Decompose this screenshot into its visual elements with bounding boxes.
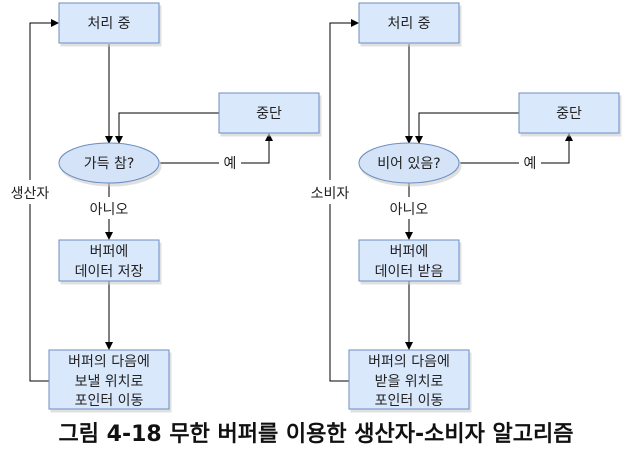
receive-box[interactable]: 버퍼에 데이터 받음 <box>358 239 460 282</box>
process-label: 처리 중 <box>387 16 430 32</box>
producer-flow: 처리 중 중단 가득 참? 버퍼에 데이터 저장 버퍼의 다음에 보낼 위치로 … <box>2 2 320 410</box>
side-label: 생산자 <box>11 186 50 202</box>
decision-label: 가득 참? <box>84 156 135 172</box>
side-label: 소비자 <box>311 186 350 202</box>
yes-label: 예 <box>224 156 237 172</box>
edge-stop-to-decision <box>115 112 219 144</box>
process-box[interactable]: 처리 중 <box>58 2 160 44</box>
process-label: 처리 중 <box>87 16 130 32</box>
stop-box[interactable]: 중단 <box>218 92 320 134</box>
stop-box[interactable]: 중단 <box>518 92 620 134</box>
yes-label: 예 <box>524 156 537 172</box>
consumer-flow: 처리 중 중단 비어 있음? 버퍼에 데이터 받음 버퍼의 다음에 받을 위치로… <box>302 2 620 410</box>
move-label-line3: 포인터 이동 <box>75 393 144 409</box>
edge-yes <box>460 133 573 164</box>
store-label-line1: 버퍼에 <box>90 244 129 260</box>
stop-label: 중단 <box>556 106 582 122</box>
no-label: 아니오 <box>90 202 129 218</box>
move-box[interactable]: 버퍼의 다음에 받을 위치로 포인터 이동 <box>348 349 470 410</box>
decision-ellipse[interactable]: 가득 참? <box>58 142 160 184</box>
no-label: 아니오 <box>390 202 429 218</box>
move-label-line2: 보낼 위치로 <box>75 374 144 390</box>
edge-yes <box>160 133 273 164</box>
stop-label: 중단 <box>256 106 282 122</box>
move-label-line1: 버퍼의 다음에 <box>368 354 450 370</box>
decision-ellipse[interactable]: 비어 있음? <box>358 142 460 184</box>
move-label-line1: 버퍼의 다음에 <box>68 354 150 370</box>
move-label-line2: 받을 위치로 <box>375 374 444 390</box>
move-box[interactable]: 버퍼의 다음에 보낼 위치로 포인터 이동 <box>48 349 170 410</box>
decision-label: 비어 있음? <box>377 156 440 172</box>
store-label-line2: 데이터 저장 <box>75 264 144 280</box>
store-box[interactable]: 버퍼에 데이터 저장 <box>58 239 160 282</box>
figure-caption: 그림 4-18 무한 버퍼를 이용한 생산자-소비자 알고리즘 <box>58 422 574 447</box>
receive-label-line2: 데이터 받음 <box>375 264 444 280</box>
edge-stop-to-decision <box>415 112 519 144</box>
move-label-line3: 포인터 이동 <box>375 393 444 409</box>
receive-label-line1: 버퍼에 <box>390 244 429 260</box>
process-box[interactable]: 처리 중 <box>358 2 460 44</box>
